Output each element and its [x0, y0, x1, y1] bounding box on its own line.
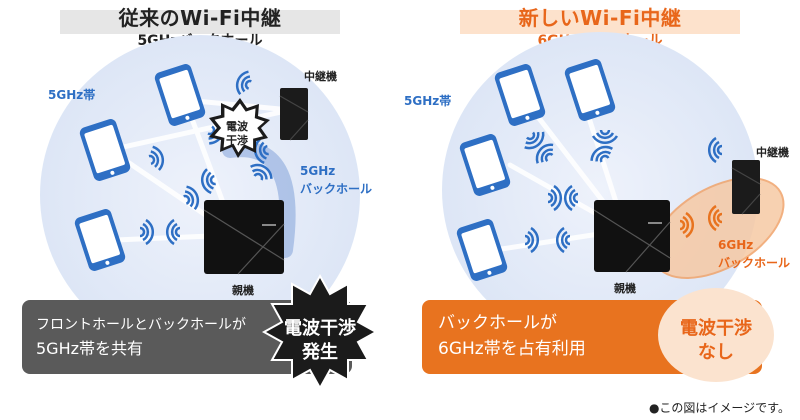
panel-title: 従来のWi-Fi中継	[118, 6, 282, 30]
repeater-device-icon	[731, 160, 761, 215]
panel-title: 新しいWi-Fi中継	[518, 6, 682, 30]
backhaul-label-line2: バックホール	[718, 256, 791, 270]
repeater-label: 中継機	[304, 70, 337, 83]
interference-label-line2: 干渉	[226, 134, 248, 147]
info-line2: 5GHz帯を共有	[36, 339, 144, 358]
backhaul-label-line2: バックホール	[300, 182, 373, 196]
interference-label-line1: 電波	[226, 120, 248, 133]
repeater-label: 中継機	[756, 146, 789, 159]
parent-router-label: 親機	[232, 284, 254, 297]
info-line1: バックホールが	[438, 313, 557, 333]
backhaul-arc	[222, 141, 296, 258]
router-device-icon	[593, 200, 671, 273]
new-wifi-panel: 新しいWi-Fi中継 6GHz バックホール	[400, 0, 800, 420]
parent-router-label: 親機	[614, 282, 636, 295]
info-line1: フロントホールとバックホールが	[36, 317, 246, 333]
badge-line1: 電波干渉	[680, 318, 752, 339]
backhaul-label-line1: 6GHz	[718, 238, 754, 252]
repeater-device-icon	[279, 88, 309, 141]
no-interference-badge	[658, 288, 774, 382]
network-diagram	[442, 32, 785, 348]
image-disclaimer: ●この図はイメージです。	[648, 401, 790, 415]
interference-badge	[261, 273, 379, 391]
band-label: 5GHz帯	[404, 94, 452, 108]
router-device-icon	[203, 200, 285, 275]
badge-line2: なし	[698, 342, 734, 363]
title-highlight	[60, 10, 340, 34]
network-diagram	[40, 35, 360, 355]
badge-line1: 電波干渉	[284, 318, 356, 339]
info-line2: 6GHz帯を占有利用	[438, 339, 586, 359]
title-highlight	[460, 10, 740, 34]
conventional-wifi-panel: 従来のWi-Fi中継 5GHz バックホール	[22, 6, 379, 391]
backhaul-label-line1: 5GHz	[300, 164, 336, 178]
badge-line2: 発生	[302, 342, 338, 363]
band-label: 5GHz帯	[48, 88, 96, 102]
